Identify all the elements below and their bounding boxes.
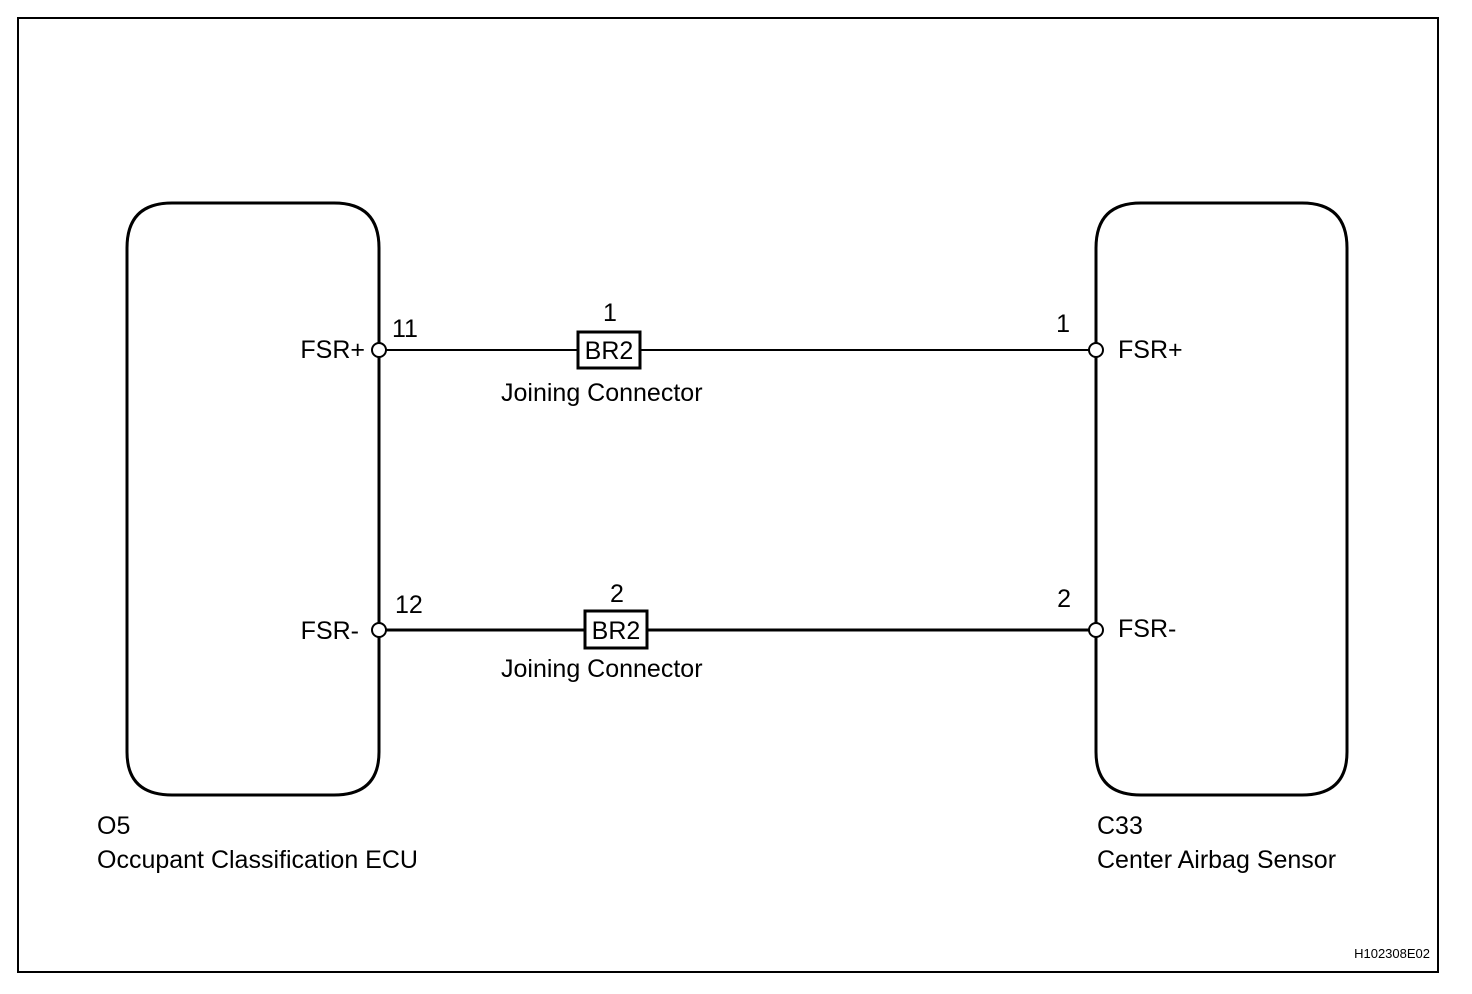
right-component-name: Center Airbag Sensor [1097, 846, 1336, 874]
joint-pin-2: 2 [610, 580, 624, 608]
right-terminal-number-2: 2 [1057, 585, 1071, 613]
joint-connector-box-1 [576, 330, 642, 370]
terminal-right-2 [1088, 622, 1104, 638]
terminal-left-1 [371, 342, 387, 358]
left-component-name: Occupant Classification ECU [97, 846, 418, 874]
figure-code: H102308E02 [1354, 946, 1430, 961]
left-terminal-number-1: 11 [392, 315, 418, 343]
diagram-frame [17, 17, 1439, 973]
right-component-code: C33 [1097, 812, 1143, 840]
right-signal-2: FSR- [1118, 615, 1176, 643]
left-signal-2: FSR- [301, 617, 359, 645]
terminal-right-1 [1088, 342, 1104, 358]
joint-code-2: BR2 [592, 617, 641, 645]
joint-connector-box-2 [583, 609, 649, 650]
left-terminal-number-2: 12 [395, 591, 423, 619]
right-terminal-number-1: 1 [1056, 310, 1070, 338]
joint-pin-1: 1 [603, 299, 617, 327]
joint-name-1: Joining Connector [501, 379, 703, 407]
terminal-left-2 [371, 622, 387, 638]
joint-code-1: BR2 [585, 337, 634, 365]
right-signal-1: FSR+ [1118, 336, 1183, 364]
joint-name-2: Joining Connector [501, 655, 703, 683]
left-ecu-box [125, 201, 381, 797]
right-sensor-box [1094, 201, 1349, 797]
left-component-code: O5 [97, 812, 130, 840]
left-signal-1: FSR+ [300, 336, 365, 364]
